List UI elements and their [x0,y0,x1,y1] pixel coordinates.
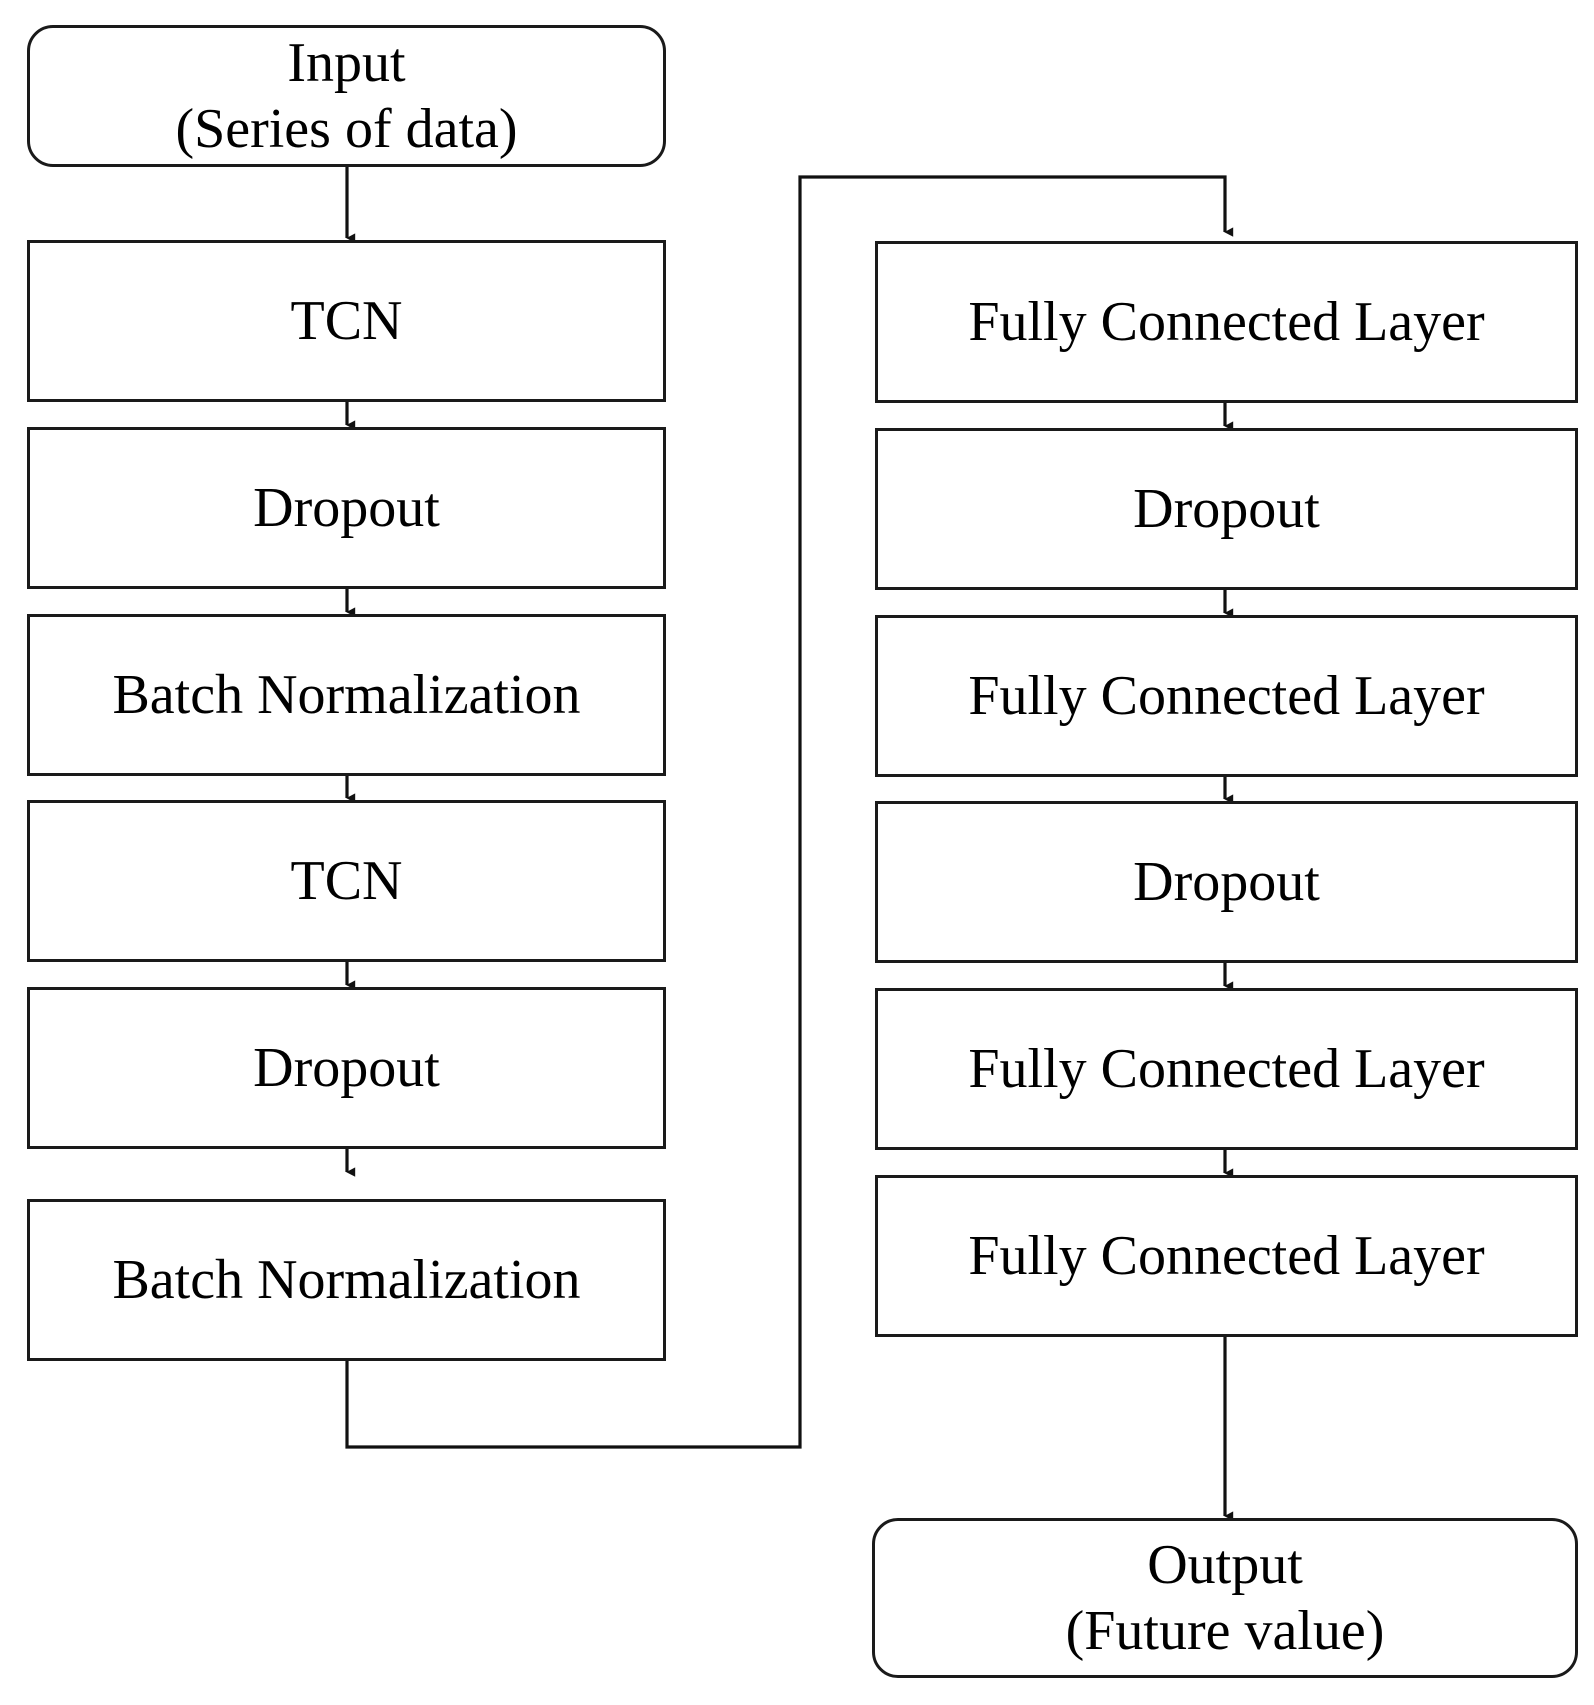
node-fc-4-label: Fully Connected Layer [968,1224,1485,1287]
node-tcn-2[interactable]: TCN [27,800,666,962]
node-dropout-4[interactable]: Dropout [875,801,1578,963]
node-output-label-line2: (Future value) [1065,1600,1385,1662]
node-fc-3[interactable]: Fully Connected Layer [875,988,1578,1150]
node-fc-1[interactable]: Fully Connected Layer [875,241,1578,403]
node-dropout-3-label: Dropout [1133,477,1320,540]
node-output[interactable]: Output (Future value) [872,1518,1578,1678]
node-tcn-2-label: TCN [290,849,403,912]
node-tcn-1-label: TCN [290,289,403,352]
node-dropout-3[interactable]: Dropout [875,428,1578,590]
node-dropout-2-label: Dropout [253,1036,440,1099]
node-batchnorm-1-label: Batch Normalization [112,663,581,726]
node-dropout-4-label: Dropout [1133,850,1320,913]
node-fc-4[interactable]: Fully Connected Layer [875,1175,1578,1337]
node-dropout-1[interactable]: Dropout [27,427,666,589]
node-batchnorm-2-label: Batch Normalization [112,1248,581,1311]
node-input[interactable]: Input (Series of data) [27,25,666,167]
node-output-label-line1: Output [1147,1533,1303,1596]
node-tcn-1[interactable]: TCN [27,240,666,402]
node-fc-1-label: Fully Connected Layer [968,290,1485,353]
node-input-label-line2: (Series of data) [175,98,518,160]
node-fc-2[interactable]: Fully Connected Layer [875,615,1578,777]
node-batchnorm-2[interactable]: Batch Normalization [27,1199,666,1361]
node-fc-3-label: Fully Connected Layer [968,1037,1485,1100]
node-input-label-line1: Input [287,31,406,94]
node-fc-2-label: Fully Connected Layer [968,664,1485,727]
node-dropout-2[interactable]: Dropout [27,987,666,1149]
node-dropout-1-label: Dropout [253,476,440,539]
node-batchnorm-1[interactable]: Batch Normalization [27,614,666,776]
